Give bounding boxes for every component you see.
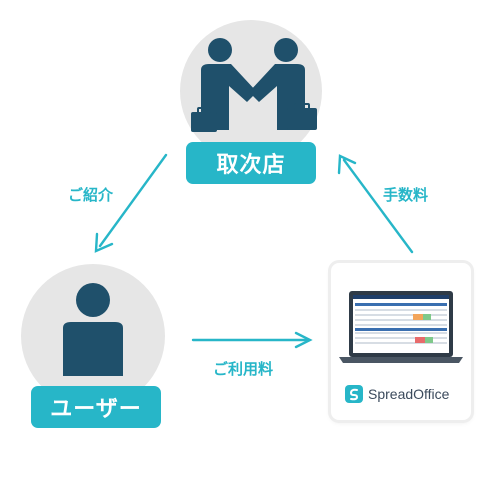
arrow-usage-fee-head <box>294 331 313 349</box>
user-label: ユーザー <box>31 386 161 428</box>
briefcase-icon <box>287 103 317 130</box>
edge-label-referral: ご紹介 <box>68 186 114 204</box>
arrow-referral-head <box>94 232 114 253</box>
spreadoffice-card: SpreadOffice <box>331 263 471 420</box>
briefcase-icon <box>191 107 217 132</box>
spreadoffice-brand-text: SpreadOffice <box>368 386 450 402</box>
arrow-fee-head <box>337 154 357 175</box>
handshake-icon <box>191 38 317 132</box>
spreadoffice-logo-icon <box>345 385 363 403</box>
edge-label-fee: 手数料 <box>383 186 429 204</box>
edge-label-usage-fee: ご利用料 <box>213 360 274 378</box>
arrow-referral <box>98 153 168 248</box>
arrow-fee <box>342 158 414 254</box>
user-icon <box>63 283 123 376</box>
agency-label: 取次店 <box>186 142 316 184</box>
laptop-icon <box>339 291 463 363</box>
spreadoffice-brand: SpreadOffice <box>345 385 449 403</box>
